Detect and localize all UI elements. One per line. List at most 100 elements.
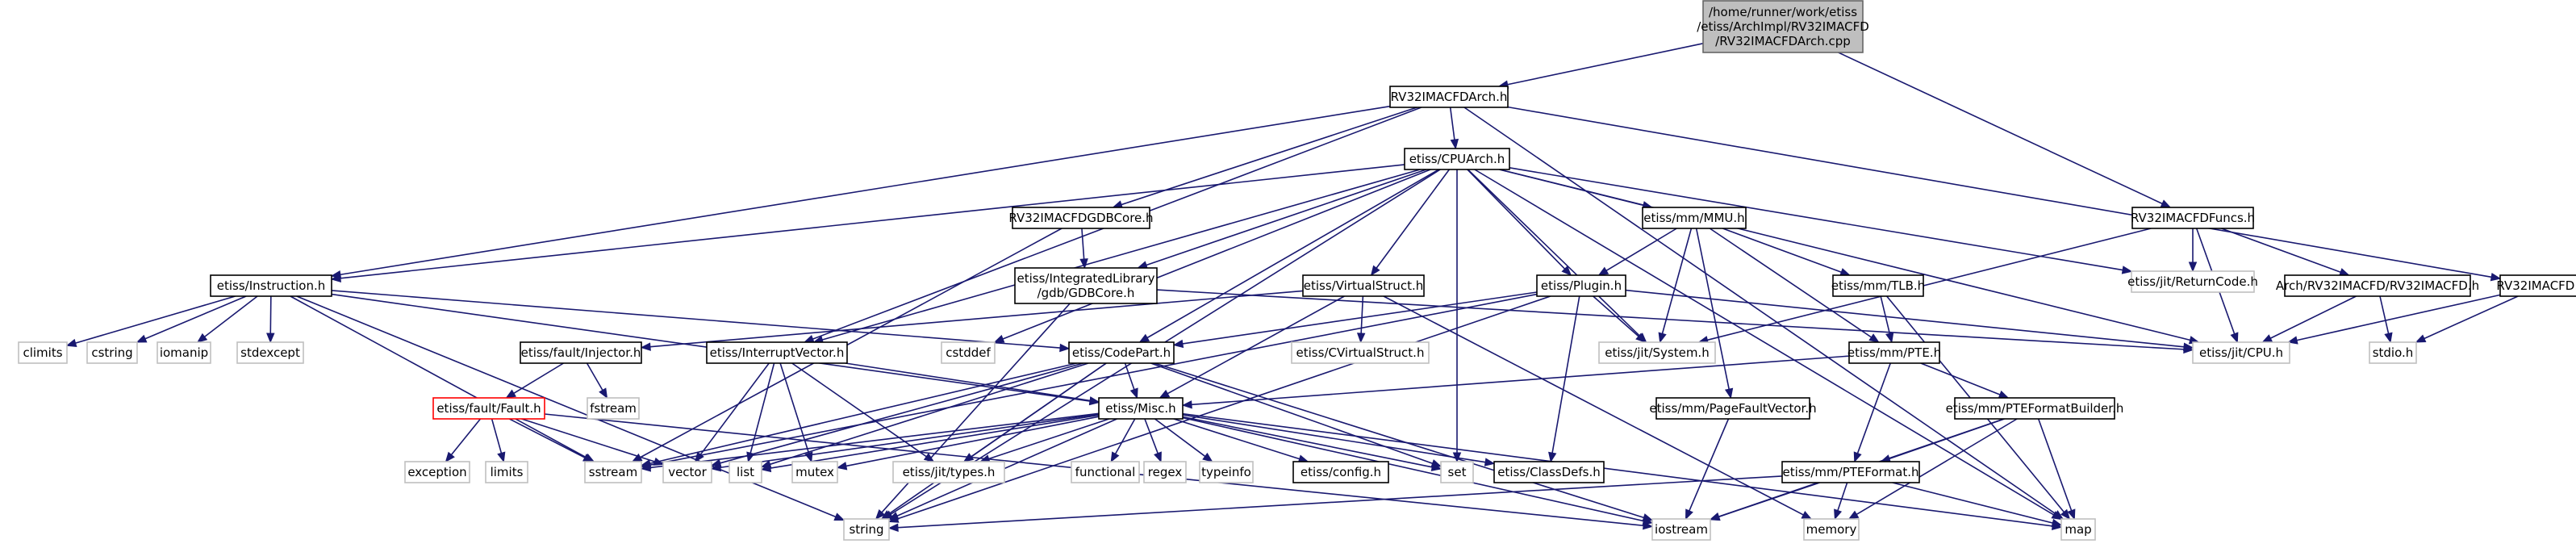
node-label: etiss/IntegratedLibrary — [1017, 271, 1155, 286]
node-codepart[interactable]: etiss/CodePart.h — [1068, 341, 1175, 364]
edge-misc-to-mutex — [836, 416, 1100, 471]
node-pte[interactable]: etiss/mm/PTE.h — [1847, 341, 1941, 364]
edge-line — [290, 295, 587, 458]
edge-fault-to-vector — [521, 418, 665, 466]
edge-line — [1463, 107, 2056, 515]
node-box — [1655, 397, 1810, 420]
node-label: RV32IMACFDArch.h — [1391, 90, 1508, 104]
node-cpuarch[interactable]: etiss/CPUArch.h — [1404, 148, 1510, 170]
node-plugin[interactable]: etiss/Plugin.h — [1536, 274, 1626, 297]
node-arch_h[interactable]: RV32IMACFDArch.h — [1389, 86, 1509, 108]
edge-arrowhead — [1801, 511, 1813, 520]
edge-line — [2221, 228, 2341, 273]
node-climits: climits — [18, 341, 68, 364]
node-gdbcore[interactable]: etiss/IntegratedLibrary/gdb/GDBCore.h — [1014, 267, 1158, 304]
node-box — [520, 341, 642, 364]
node-root[interactable]: /home/runner/work/etiss/etiss/ArchImpl/R… — [1697, 0, 1869, 53]
node-cvirtualstruct: etiss/CVirtualStruct.h — [1291, 341, 1430, 364]
edge-mmu-to-plugin — [1597, 228, 1677, 276]
edge-interruptvector-to-types — [791, 362, 935, 462]
edge-line — [1150, 362, 1433, 464]
node-instruction[interactable]: etiss/Instruction.h — [210, 274, 332, 297]
edge-instruction-to-climits — [65, 295, 236, 347]
node-fault[interactable]: etiss/fault/Fault.h — [432, 397, 545, 420]
edge-line — [2037, 418, 2073, 511]
edge-instruction-to-codepart — [331, 290, 1071, 353]
edge-line — [1146, 169, 1439, 339]
edge-arrowhead — [993, 334, 1005, 343]
edge-line — [1507, 43, 1704, 86]
node-cstring: cstring — [86, 341, 138, 364]
edge-line — [1360, 295, 1364, 334]
edge-pteformat-to-string — [887, 475, 1783, 532]
node-interruptvector[interactable]: etiss/InterruptVector.h — [706, 341, 848, 364]
edge-mmu-to-tlb — [1722, 228, 1851, 276]
node-funcs[interactable]: RV32IMACFDFuncs.h — [2131, 207, 2255, 229]
node-box — [1848, 341, 1940, 364]
node-label: vector — [668, 465, 707, 479]
node-pteformatbuilder[interactable]: etiss/mm/PTEFormatBuilder.h — [1946, 397, 2124, 420]
node-box — [892, 461, 1005, 483]
node-cstddef: cstddef — [941, 341, 996, 364]
node-label: etiss/Instruction.h — [217, 278, 326, 293]
node-label: stdio.h — [2373, 345, 2414, 360]
edge-line — [640, 228, 1063, 458]
node-gdbcore_rv[interactable]: RV32IMACFDGDBCore.h — [1008, 207, 1154, 229]
node-label: memory — [1806, 522, 1857, 537]
edge-cpuarch-to-virtualstruct — [1370, 169, 1451, 277]
node-label: etiss/Plugin.h — [1541, 278, 1622, 293]
edge-misc-to-typeinfo — [1154, 418, 1213, 462]
edge-line — [450, 418, 482, 455]
node-misc[interactable]: etiss/Misc.h — [1098, 397, 1184, 420]
edge-arrowhead — [136, 334, 148, 343]
edge-arrowhead — [2230, 332, 2239, 344]
node-box — [2499, 274, 2576, 297]
edge-line — [1182, 416, 1644, 522]
edge-line — [649, 412, 1100, 469]
node-injector[interactable]: etiss/fault/Injector.h — [520, 341, 642, 364]
node-box — [1832, 274, 1924, 297]
node-rv32h[interactable]: RV32IMACFD.h — [2496, 274, 2576, 297]
node-map: map — [2060, 518, 2096, 541]
edge-arrowhead — [196, 333, 208, 343]
edge-line — [1499, 169, 2190, 341]
edge-arrowhead — [1088, 396, 1100, 405]
node-rvarch_rv[interactable]: Arch/RV32IMACFD/RV32IMACFD.h — [2276, 274, 2479, 297]
node-classdefs[interactable]: etiss/ClassDefs.h — [1493, 461, 1605, 483]
edge-line — [649, 293, 1538, 466]
edge-line — [586, 362, 603, 391]
node-tlb[interactable]: etiss/mm/TLB.h — [1831, 274, 1925, 297]
edge-arrowhead — [1181, 400, 1192, 409]
edge-cpuarch-to-instruction — [330, 164, 1405, 282]
node-box — [1651, 518, 1711, 541]
edge-arrowhead — [833, 512, 845, 521]
edge-line — [1081, 228, 1085, 260]
edge-arrowhead — [1548, 451, 1557, 463]
edge-arrowhead — [2338, 268, 2350, 276]
edge-injector-to-fstream — [586, 362, 608, 399]
edge-arrowhead — [836, 462, 848, 471]
edge-cpuarch-to-set — [1452, 169, 1462, 463]
node-label: etiss/mm/PTEFormat.h — [1782, 465, 1918, 479]
edge-arrowhead — [497, 451, 506, 463]
node-config[interactable]: etiss/config.h — [1292, 461, 1389, 483]
node-memory: memory — [1803, 518, 1860, 541]
edge-cpuarch-to-codepart — [1138, 169, 1439, 343]
node-pagefaultvector[interactable]: etiss/mm/PageFaultVector.h — [1649, 397, 1817, 420]
edge-arrowhead — [266, 333, 275, 344]
edge-arrowhead — [640, 342, 651, 351]
edge-instruction-to-cstring — [136, 295, 247, 343]
edge-misc-to-vector — [710, 413, 1100, 472]
edge-line — [1722, 228, 1842, 273]
edge-line — [1182, 291, 1538, 345]
node-box — [1014, 267, 1158, 304]
node-box — [236, 341, 304, 364]
edge-line — [649, 362, 1077, 465]
node-virtualstruct[interactable]: etiss/VirtualStruct.h — [1302, 274, 1425, 297]
edge-arch_h-to-cpuarch — [1449, 107, 1459, 150]
edge-arrowhead — [694, 451, 704, 463]
edge-plugin-to-string — [887, 295, 1551, 523]
node-mmu[interactable]: etiss/mm/MMU.h — [1642, 207, 1747, 229]
node-pteformat[interactable]: etiss/mm/PTEFormat.h — [1781, 461, 1920, 483]
